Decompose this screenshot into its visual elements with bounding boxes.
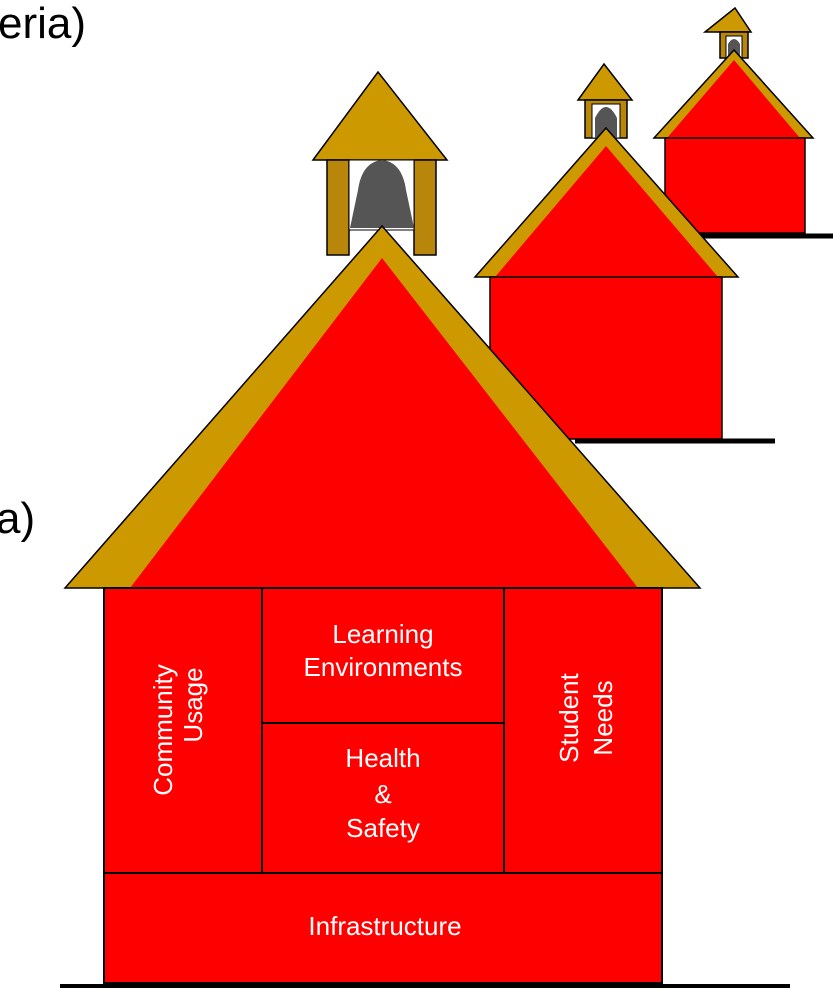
medium-cupola-roof bbox=[576, 62, 634, 101]
main-cupola-right-post bbox=[413, 159, 437, 256]
infrastructure-panel bbox=[103, 872, 663, 984]
community-usage-label-line1: Community bbox=[148, 664, 178, 795]
main-schoolhouse: Community Usage Learning Environments He… bbox=[60, 70, 790, 988]
learning-environments-panel bbox=[261, 587, 505, 724]
community-usage-panel bbox=[103, 587, 263, 874]
cropped-heading-middle: a) bbox=[0, 494, 36, 543]
small-wall bbox=[664, 137, 806, 234]
health-safety-panel bbox=[261, 722, 505, 874]
cropped-heading-top: eria) bbox=[0, 0, 87, 48]
student-needs-label-line2: Needs bbox=[588, 680, 618, 755]
health-safety-label-line2: & bbox=[374, 779, 391, 809]
main-gable bbox=[130, 258, 638, 588]
medium-bell-icon bbox=[595, 107, 617, 138]
learning-environments-label-line2: Environments bbox=[304, 652, 463, 682]
main-cupola-roof bbox=[311, 70, 449, 161]
small-cupola-roof bbox=[702, 6, 753, 33]
main-cupola-left-post bbox=[326, 159, 350, 256]
student-needs-panel bbox=[503, 587, 663, 874]
small-gable bbox=[667, 60, 800, 138]
medium-gable bbox=[495, 146, 718, 277]
health-safety-label-line3: Safety bbox=[346, 813, 420, 843]
main-bell-icon bbox=[350, 160, 414, 228]
medium-schoolhouse bbox=[473, 62, 775, 444]
student-needs-label-line1: Student bbox=[554, 672, 584, 762]
small-schoolhouse bbox=[652, 6, 833, 239]
infrastructure-label: Infrastructure bbox=[308, 911, 461, 941]
learning-environments-label-line1: Learning bbox=[332, 619, 433, 649]
health-safety-label-line1: Health bbox=[345, 743, 420, 773]
community-usage-label-line2: Usage bbox=[178, 667, 208, 742]
